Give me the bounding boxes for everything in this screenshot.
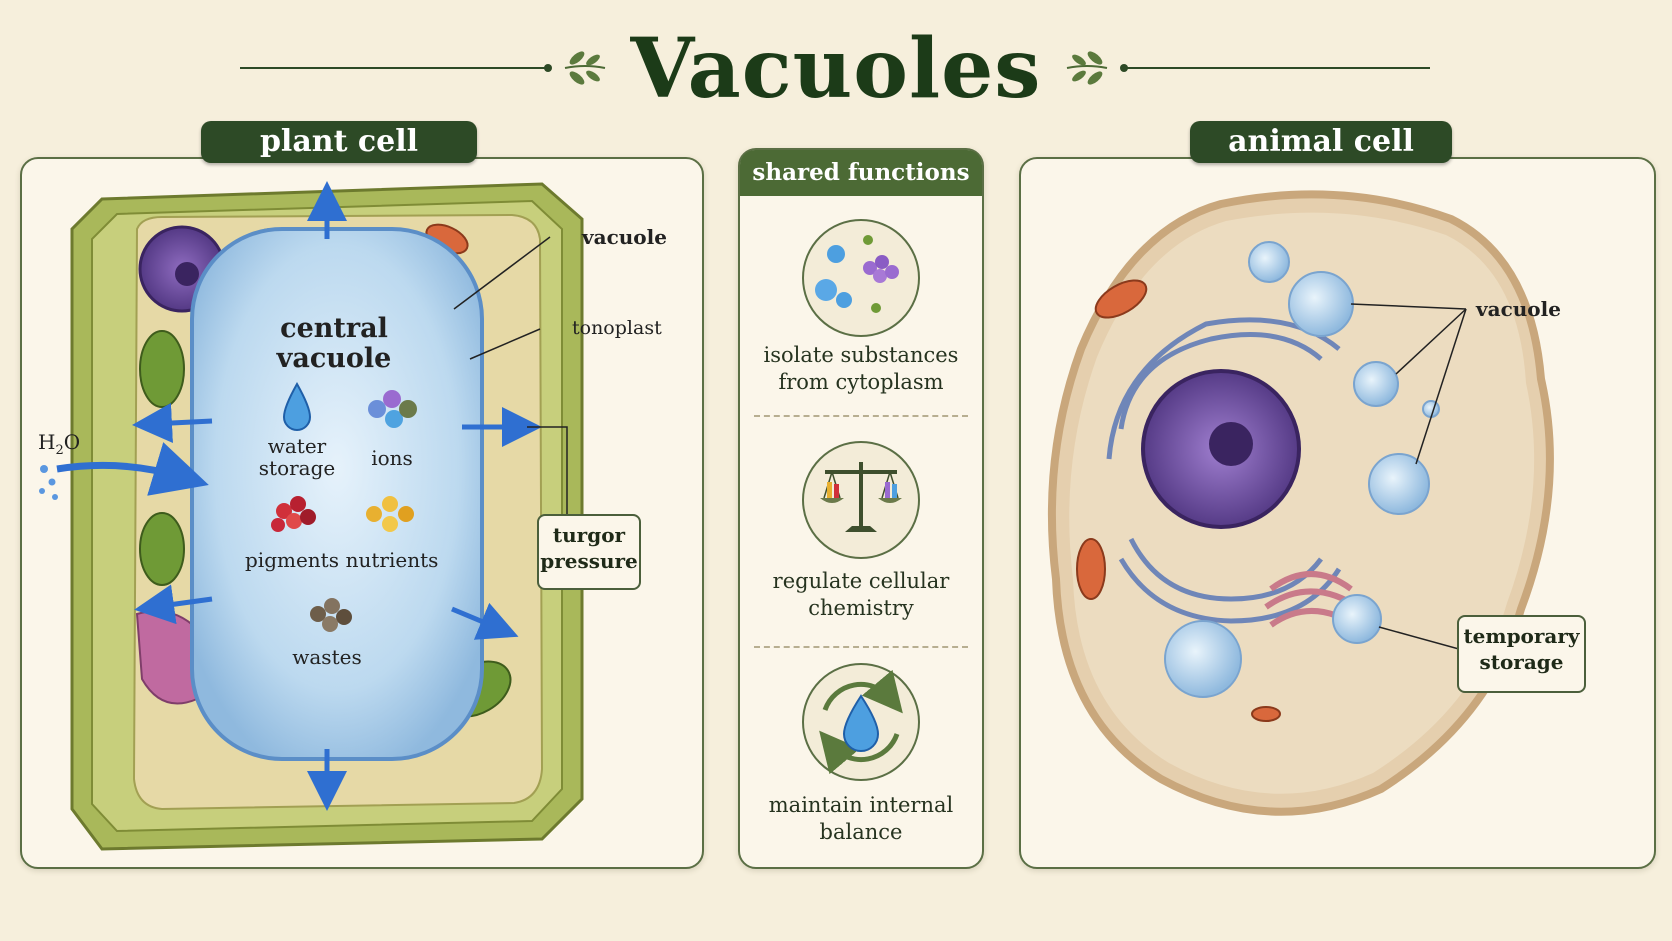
shared-function-icons [802, 219, 920, 781]
function-3-label: maintain internal balance [740, 792, 982, 846]
nucleus [1141, 369, 1301, 529]
divider-2 [754, 646, 968, 648]
ions-icon [368, 390, 417, 428]
turgor-line-1: turgor [552, 523, 626, 547]
function-2-line-1: regulate cellular [772, 569, 950, 593]
plant-cell-panel: vacuole tonoplast central vacuole water … [20, 157, 704, 869]
label-animal-vacuole: vacuole [1475, 297, 1561, 321]
balance-scale-icon [802, 441, 920, 559]
label-pigments: pigments [245, 548, 339, 572]
label-tonoplast: tonoplast [572, 317, 662, 339]
function-3-line-2: balance [819, 820, 903, 844]
label-central-vacuole-1: central [280, 313, 388, 344]
label-nutrients: nutrients [346, 548, 439, 572]
function-1-line-1: isolate substances [763, 343, 959, 367]
turgor-line-2: pressure [540, 549, 638, 573]
shared-functions-header: shared functions [740, 150, 982, 196]
label-storage: storage [259, 456, 335, 480]
plant-cell-tab: plant cell [201, 121, 477, 163]
label-wastes: wastes [292, 645, 361, 669]
shared-functions-panel: shared functions [738, 148, 984, 869]
animal-cell-panel: vacuole temporary storage [1019, 157, 1656, 869]
leaf-sprig-left-icon [564, 51, 606, 85]
title-banner: Vacuoles [0, 14, 1672, 124]
label-central-vacuole-2: vacuole [276, 343, 392, 374]
plant-cell-illustration: vacuole tonoplast central vacuole water … [38, 181, 667, 851]
molecules-icon [802, 219, 920, 337]
label-h2o: H2O [38, 430, 80, 458]
temporary-storage-callout: temporary storage [1457, 615, 1586, 693]
animal-cell-tab: animal cell [1190, 121, 1452, 163]
vacuole-leader-line [453, 236, 551, 310]
cycle-droplet-icon [802, 663, 920, 781]
temporary-line-2: storage [1479, 650, 1564, 674]
vacuoles [1164, 241, 1440, 698]
pigments-icon [271, 496, 316, 532]
function-2-label: regulate cellular chemistry [740, 568, 982, 622]
central-vacuole [190, 227, 484, 761]
turgor-leader-line [527, 426, 568, 514]
temporary-line-1: temporary [1463, 624, 1580, 648]
vacuole-leader-lines [1350, 303, 1467, 465]
wastes-icon [310, 598, 352, 632]
function-1-line-2: from cytoplasm [778, 370, 944, 394]
leaf-sprig-right-icon [1066, 51, 1108, 85]
function-2-line-2: chemistry [808, 596, 914, 620]
mitochondria [1076, 279, 1281, 722]
function-3-line-1: maintain internal [768, 793, 954, 817]
label-vacuole: vacuole [581, 225, 667, 249]
nutrients-icon [366, 496, 414, 532]
turgor-pressure-callout: turgor pressure [537, 514, 641, 590]
tonoplast-leader-line [469, 328, 541, 360]
label-ions: ions [371, 446, 413, 470]
title-ornaments [240, 51, 1430, 85]
water-droplet-icon [282, 381, 312, 431]
page-title: Vacuoles [630, 21, 1042, 117]
water-inflow-arrow-icon [39, 442, 209, 500]
label-water: water [268, 434, 327, 458]
turgor-arrows [132, 181, 542, 811]
function-1-label: isolate substances from cytoplasm [740, 342, 982, 396]
divider-1 [754, 415, 968, 417]
animal-cell-illustration: vacuole [1047, 190, 1561, 816]
